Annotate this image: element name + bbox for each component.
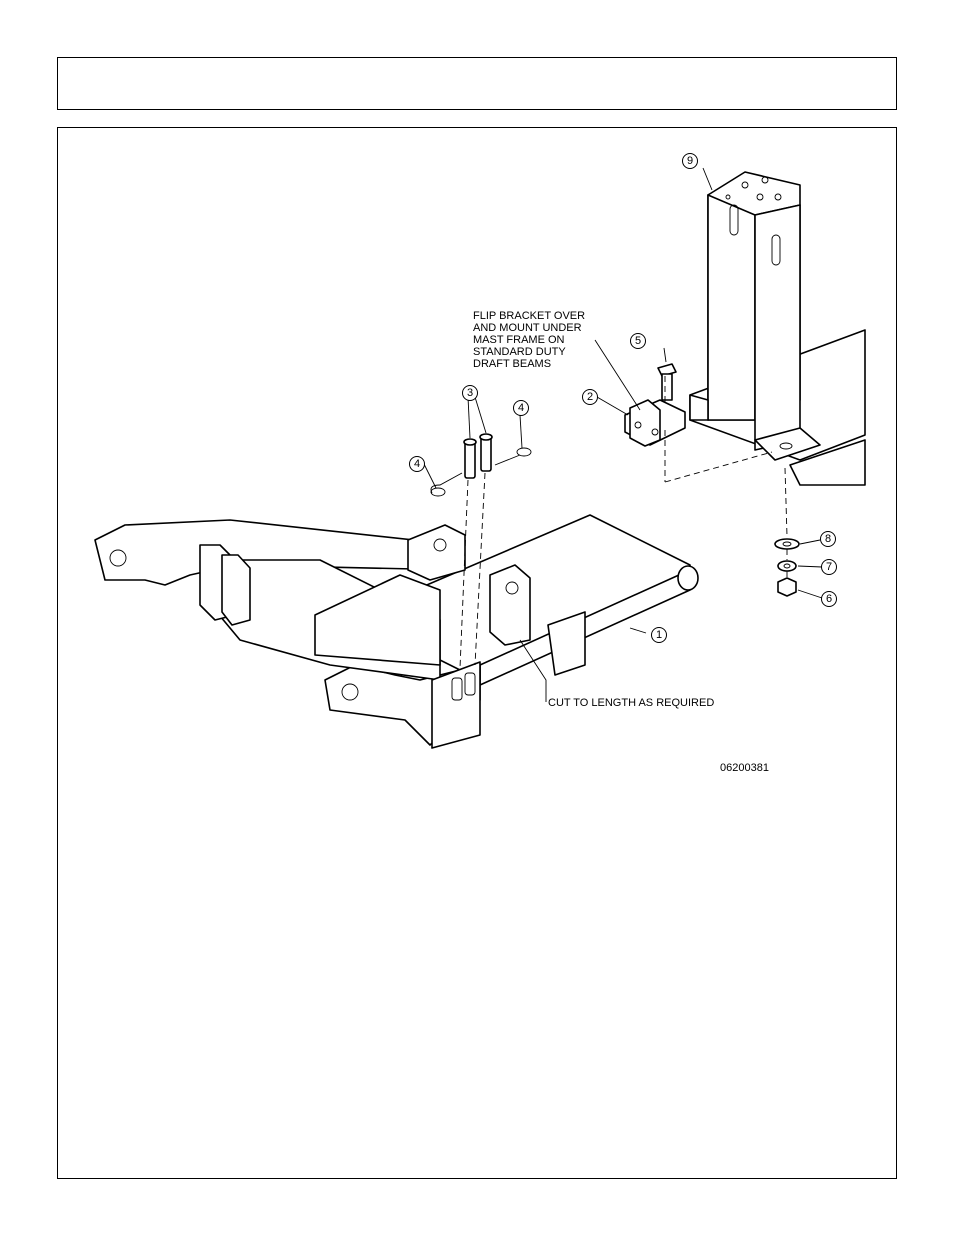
diagram-frame xyxy=(57,127,897,1179)
note-line-3: MAST FRAME ON xyxy=(473,334,565,346)
mast-frame xyxy=(689,171,866,486)
callout-9-label: 9 xyxy=(687,155,693,167)
callout-9: 9 xyxy=(682,153,698,169)
note-line-4: STANDARD DUTY xyxy=(473,346,566,358)
callout-1: 1 xyxy=(651,627,667,643)
callout-8-label: 8 xyxy=(825,533,831,545)
callout-6-label: 6 xyxy=(826,593,832,605)
callout-2-label: 2 xyxy=(587,391,593,403)
page-header-box xyxy=(57,57,897,110)
flip-bracket-note: FLIP BRACKET OVER AND MOUNT UNDER MAST F… xyxy=(473,310,585,370)
callout-3-label: 3 xyxy=(467,387,473,399)
bolt xyxy=(657,363,677,401)
callout-8: 8 xyxy=(820,531,836,547)
callout-7-label: 7 xyxy=(826,561,832,573)
callout-5-label: 5 xyxy=(635,335,641,347)
pins-and-clips xyxy=(430,433,532,497)
callout-3: 3 xyxy=(462,385,478,401)
callout-2: 2 xyxy=(582,389,598,405)
flip-bracket xyxy=(624,399,686,447)
note-line-5: DRAFT BEAMS xyxy=(473,358,551,370)
callout-1-label: 1 xyxy=(656,629,662,641)
drawing-number: 06200381 xyxy=(720,762,769,774)
callout-6: 6 xyxy=(821,591,837,607)
note-line-1: FLIP BRACKET OVER xyxy=(473,310,585,322)
callout-5: 5 xyxy=(630,333,646,349)
leader-lines xyxy=(423,167,823,702)
fasteners xyxy=(774,538,800,597)
callout-4-right: 4 xyxy=(513,400,529,416)
note-line-2: AND MOUNT UNDER xyxy=(473,322,582,334)
hitch-frame xyxy=(94,514,699,749)
callout-4-right-label: 4 xyxy=(518,402,524,414)
callout-7: 7 xyxy=(821,559,837,575)
callout-4-left: 4 xyxy=(409,456,425,472)
callout-4-left-label: 4 xyxy=(414,458,420,470)
cut-to-length-note: CUT TO LENGTH AS REQUIRED xyxy=(548,697,714,709)
assembly-lines xyxy=(459,376,788,669)
